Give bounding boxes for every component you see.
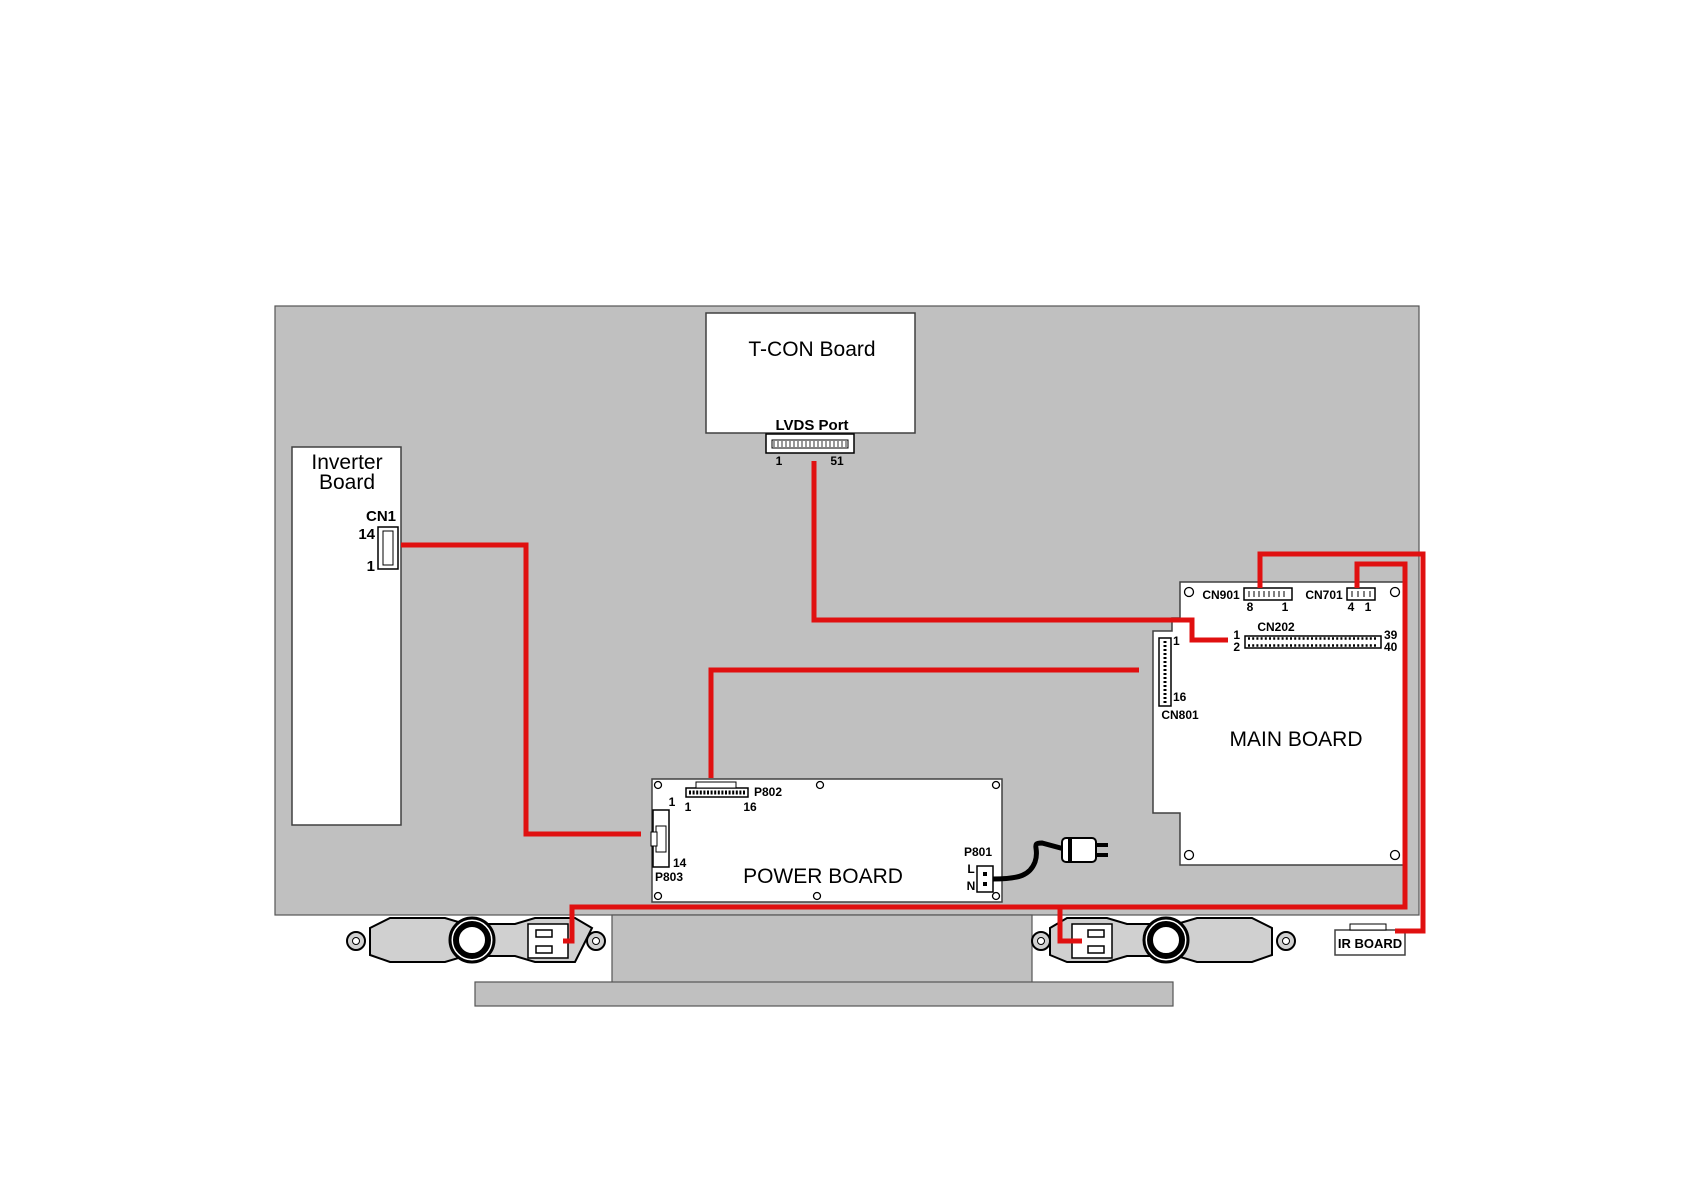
cn901-connector [1244, 588, 1292, 600]
p803-connector [651, 810, 669, 867]
cn202-pin-2: 2 [1233, 640, 1240, 654]
cn801-label: CN801 [1161, 708, 1199, 722]
cn901-pin-1: 1 [1282, 600, 1289, 614]
lvds-pin-51: 51 [830, 454, 844, 468]
cn202-connector [1245, 636, 1381, 648]
cn1-connector [378, 527, 398, 569]
p802-pin-side: 1 [669, 795, 676, 809]
cn1-label: CN1 [366, 508, 396, 525]
cn701-connector [1347, 588, 1375, 600]
ir-board-title: IR BOARD [1338, 936, 1402, 951]
p802-pin-1: 1 [685, 800, 692, 814]
cn202-pin-40: 40 [1384, 640, 1398, 654]
inverter-title-line2: Board [319, 471, 375, 494]
cn901-pin-8: 8 [1247, 600, 1254, 614]
p803-label: P803 [655, 870, 683, 884]
cn701-pin-4: 4 [1348, 600, 1355, 614]
p803-pin-14: 14 [673, 856, 687, 870]
p801-neutral: N [967, 879, 976, 893]
cn801-pin-16: 16 [1173, 690, 1187, 704]
power-board-title: POWER BOARD [743, 865, 903, 888]
cn1-pin-1: 1 [367, 558, 375, 575]
cn701-label: CN701 [1305, 588, 1343, 602]
cn801-connector [1159, 638, 1171, 706]
cn202-label: CN202 [1257, 620, 1295, 634]
lvds-pin-1: 1 [776, 454, 783, 468]
p801-connector [977, 866, 993, 892]
power-board: P802 1 1 16 14 P803 POWER BOARD P801 L N [651, 779, 1002, 902]
cn901-label: CN901 [1202, 588, 1240, 602]
p802-pin-16: 16 [743, 800, 757, 814]
main-board-title: MAIN BOARD [1229, 728, 1362, 751]
lvds-port-label: LVDS Port [775, 417, 848, 434]
cn701-pin-1: 1 [1365, 600, 1372, 614]
cn1-pin-14: 14 [358, 526, 375, 543]
tcon-board-title: T-CON Board [748, 338, 875, 361]
inverter-board: Inverter Board CN1 14 1 [292, 447, 401, 825]
cn801-pin-1: 1 [1173, 634, 1180, 648]
lvds-connector [766, 434, 854, 453]
ir-board: IR BOARD [1335, 924, 1405, 955]
p801-line: L [967, 862, 974, 876]
p802-label: P802 [754, 785, 782, 799]
p801-label: P801 [964, 845, 992, 859]
